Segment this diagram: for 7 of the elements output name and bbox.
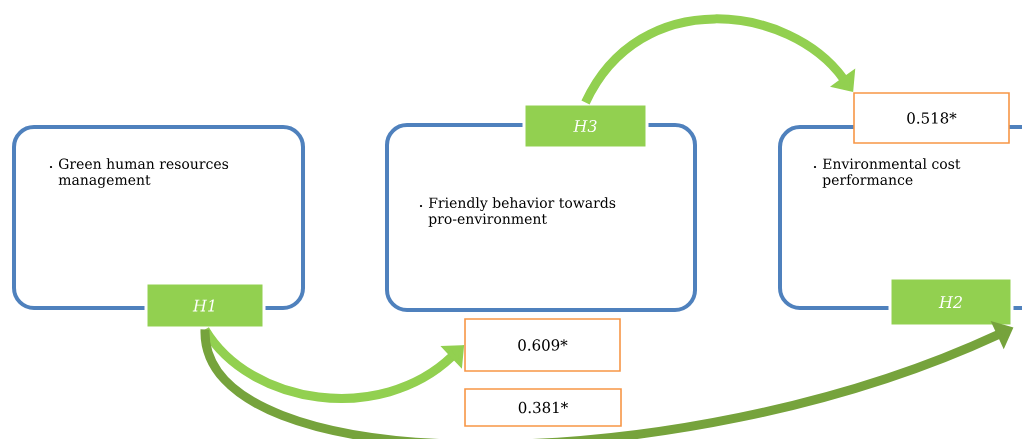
value-box: 0.609*	[464, 318, 621, 372]
hypothesis-tag: H2	[888, 276, 1014, 328]
value-box: 0.381*	[464, 388, 622, 427]
hypothesis-tag: H1	[144, 281, 266, 330]
curved-arrow	[581, 14, 856, 105]
value-box: 0.518*	[853, 92, 1010, 144]
hypothesis-tag: H3	[522, 102, 649, 150]
